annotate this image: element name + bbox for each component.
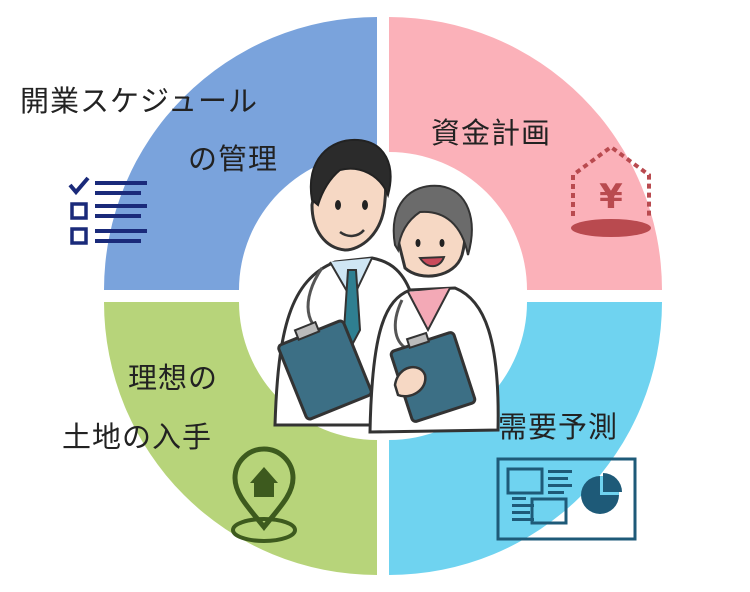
label-schedule-line2: の管理 [188,142,279,176]
doctor-woman [368,184,500,434]
label-demand-forecast: 需要予測 [498,410,619,444]
house-location-pin-icon [231,446,297,543]
quadrant-top-left [104,17,377,290]
quadrant-bottom-right [389,302,662,575]
checklist-icon [68,176,147,245]
yen-house-icon: ¥ [571,144,651,237]
label-land-line2: 土地の入手 [62,420,213,454]
quadrant-bottom-left [104,302,377,575]
report-chart-icon [496,457,637,541]
doctors-illustration [245,138,521,434]
yen-symbol: ¥ [599,177,623,217]
label-funding-plan: 資金計画 [431,116,552,150]
label-schedule-line1: 開業スケジュール [20,84,258,118]
label-land-line1: 理想の [128,361,219,395]
